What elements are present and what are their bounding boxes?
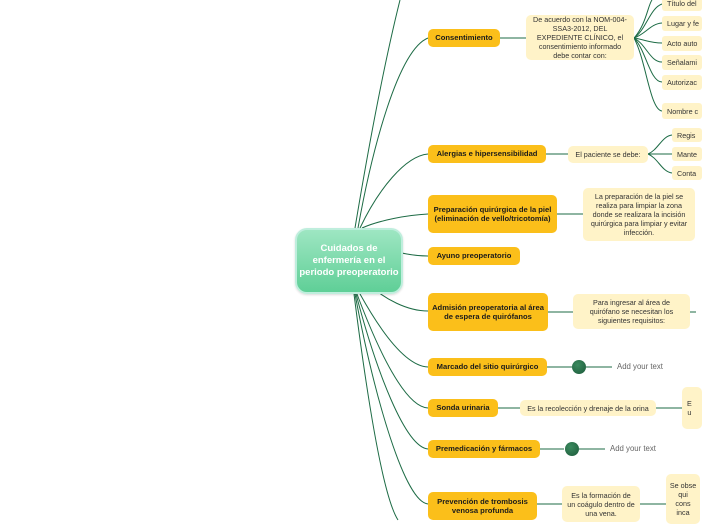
allergy-item[interactable]: Mante — [672, 147, 702, 161]
add-your-text[interactable]: Add your text — [610, 444, 656, 453]
consent-item[interactable]: Nombre c — [662, 103, 702, 119]
urinary-detail[interactable]: Es la recolección y drenaje de la orina — [520, 400, 656, 416]
consent-item[interactable]: Acto auto — [662, 36, 702, 51]
consent-item[interactable]: Título del — [662, 0, 702, 11]
topic-trombosis[interactable]: Prevención de trombosis venosa profunda — [428, 492, 537, 520]
skin-prep-detail[interactable]: La preparación de la piel se realiza par… — [583, 188, 695, 241]
admission-detail[interactable]: Para ingresar al área de quirófano se ne… — [573, 294, 690, 329]
topic-alergias[interactable]: Alergias e hipersensibilidad — [428, 145, 546, 163]
topic-admision[interactable]: Admisión preoperatoria al área de espera… — [428, 293, 548, 331]
topic-marcado[interactable]: Marcado del sitio quirúrgico — [428, 358, 547, 376]
central-topic[interactable]: Cuidados de enfermería en el periodo pre… — [295, 228, 403, 294]
thrombosis-extra[interactable]: Se obse qui cons inca — [666, 474, 700, 524]
topic-preparacion-piel[interactable]: Preparación quirúrgica de la piel (elimi… — [428, 195, 557, 233]
thrombosis-detail[interactable]: Es la formación de un coágulo dentro de … — [562, 486, 640, 522]
allergy-detail[interactable]: El paciente se debe: — [568, 146, 648, 163]
consent-detail[interactable]: De acuerdo con la NOM-004-SSA3-2012, DEL… — [526, 15, 634, 60]
urinary-extra[interactable]: E u — [682, 387, 702, 429]
allergy-item[interactable]: Conta — [672, 166, 702, 180]
collapsed-node-dot[interactable] — [572, 360, 586, 374]
consent-item[interactable]: Señalami — [662, 55, 702, 70]
collapsed-node-dot[interactable] — [565, 442, 579, 456]
topic-sonda-urinaria[interactable]: Sonda urinaria — [428, 399, 498, 417]
allergy-item[interactable]: Regis — [672, 128, 702, 142]
topic-premedicacion[interactable]: Premedicación y fármacos — [428, 440, 540, 458]
consent-item[interactable]: Lugar y fe — [662, 16, 702, 31]
add-your-text[interactable]: Add your text — [617, 362, 663, 371]
topic-consentimiento[interactable]: Consentimiento — [428, 29, 500, 47]
topic-ayuno[interactable]: Ayuno preoperatorio — [428, 247, 520, 265]
consent-item[interactable]: Autorizac — [662, 75, 702, 90]
